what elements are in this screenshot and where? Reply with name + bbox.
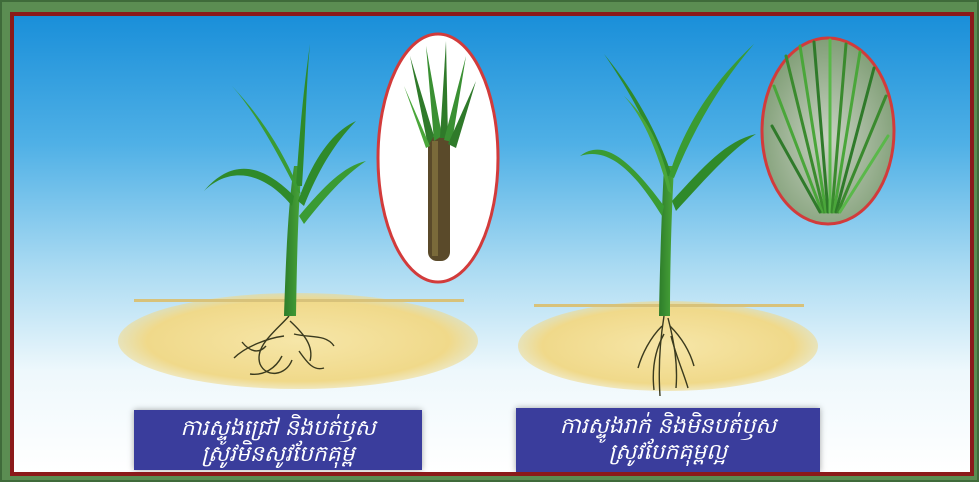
left-caption-line1: ការស្ទូងជ្រៅ និងបត់ឫស — [134, 416, 422, 442]
right-plant — [580, 44, 756, 316]
left-caption-line2: ស្រូវមិនសូវបែកគុម្ព — [134, 442, 422, 468]
scene-drawing — [14, 16, 970, 472]
illustration-panel: ការស្ទូងជ្រៅ និងបត់ឫស ស្រូវមិនសូវបែកគុម្… — [10, 12, 974, 476]
left-caption: ការស្ទូងជ្រៅ និងបត់ឫស ស្រូវមិនសូវបែកគុម្… — [134, 410, 422, 470]
left-soil-patch — [118, 293, 478, 389]
right-inset — [762, 38, 894, 224]
left-plant — [204, 44, 366, 316]
left-inset — [378, 34, 498, 282]
right-caption: ការស្ទូងរាក់ និងមិនបត់ឫស ស្រូវបែកគុម្ពល្… — [516, 408, 820, 472]
right-caption-line1: ការស្ទូងរាក់ និងមិនបត់ឫស — [516, 414, 820, 440]
right-caption-line2: ស្រូវបែកគុម្ពល្អ — [516, 440, 820, 466]
